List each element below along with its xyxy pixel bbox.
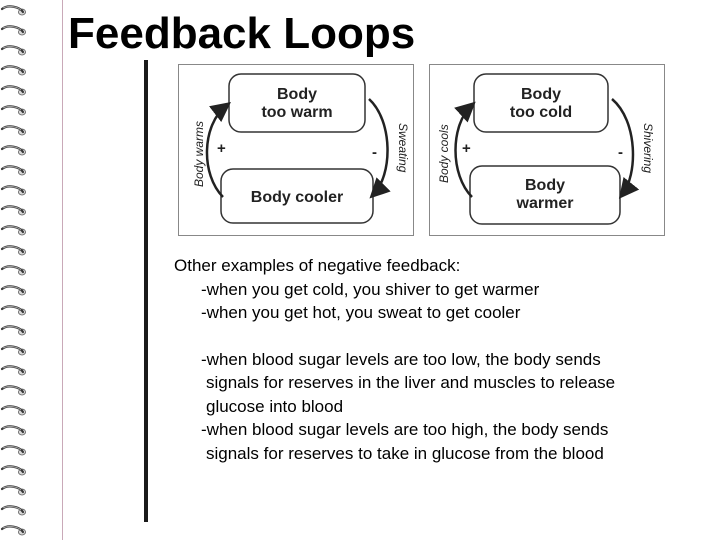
top-box: [473, 73, 609, 133]
spiral-ring-highlight: [2, 306, 22, 311]
spiral-ring-highlight: [2, 86, 22, 91]
example-low-sugar: -when blood sugar levels are too low, th…: [201, 349, 601, 369]
minus-sign: -: [372, 144, 377, 161]
spiral-ring-highlight: [2, 506, 22, 511]
right-side-label: Shivering: [641, 123, 655, 173]
example-low-sugar-cont2: glucose into blood: [206, 396, 344, 416]
spiral-ring-highlight: [2, 186, 22, 191]
bottom-box-line1: Body: [525, 177, 565, 194]
margin-line: [62, 0, 63, 540]
right-arrow: [611, 98, 640, 199]
spiral-ring-highlight: [2, 166, 22, 171]
spiral-ring-highlight: [2, 406, 22, 411]
minus-sign: -: [618, 144, 623, 161]
spiral-ring-highlight: [2, 226, 22, 231]
left-side-label: Body cools: [437, 124, 451, 183]
example-high-sugar-cont1: signals for reserves to take in glucose …: [206, 443, 604, 463]
spiral-ring-highlight: [2, 106, 22, 111]
bottom-box-line2: warmer: [516, 195, 574, 212]
vertical-rule: [144, 60, 148, 522]
spiral-ring-highlight: [2, 26, 22, 31]
spiral-ring-highlight: [2, 246, 22, 251]
examples-heading: Other examples of negative feedback:: [174, 256, 461, 275]
bottom-box-line1: Body cooler: [251, 189, 343, 206]
spiral-ring-highlight: [2, 386, 22, 391]
example-cold: -when you get cold, you shiver to get wa…: [201, 279, 540, 299]
example-hot: -when you get hot, you sweat to get cool…: [201, 303, 521, 322]
spiral-ring-highlight: [2, 266, 22, 271]
spiral-ring-highlight: [2, 466, 22, 471]
spiral-ring-highlight: [2, 206, 22, 211]
right-arrow: [368, 98, 391, 199]
spiral-ring-highlight: [2, 346, 22, 351]
spiral-ring-highlight: [2, 146, 22, 151]
slide-title: Feedback Loops: [68, 9, 416, 58]
spiral-ring-highlight: [2, 46, 22, 51]
negative-feedback-examples: Other examples of negative feedback: -wh…: [174, 254, 704, 465]
spiral-ring-highlight: [2, 6, 22, 11]
top-box-line1: Body: [277, 86, 317, 103]
spiral-ring-highlight: [2, 426, 22, 431]
right-side-label: Sweating: [396, 123, 410, 173]
spiral-ring-highlight: [2, 66, 22, 71]
spiral-ring-highlight: [2, 526, 22, 531]
top-box-line1: Body: [521, 86, 561, 103]
feedback-diagram-cold: Body too cold Body warmer Body cools Shi…: [429, 64, 665, 236]
spiral-ring-highlight: [2, 486, 22, 491]
plus-sign: +: [462, 140, 471, 157]
spiral-ring-highlight: [2, 446, 22, 451]
spiral-ring-highlight: [2, 366, 22, 371]
feedback-diagram-warm: Body too warm Body cooler Body warms Swe…: [178, 64, 414, 236]
example-high-sugar: -when blood sugar levels are too high, t…: [201, 420, 609, 439]
top-box: [228, 73, 366, 133]
spiral-ring-highlight: [2, 126, 22, 131]
spiral-ring-highlight: [2, 286, 22, 291]
left-arrow: [454, 101, 476, 198]
spiral-ring-highlight: [2, 326, 22, 331]
example-low-sugar-cont1: signals for reserves in the liver and mu…: [206, 373, 616, 392]
top-box-line2: too warm: [261, 104, 332, 121]
left-arrow: [205, 101, 231, 198]
left-side-label: Body warms: [192, 121, 206, 187]
top-box-line2: too cold: [510, 104, 572, 121]
spiral-binding: [0, 5, 26, 536]
plus-sign: +: [217, 140, 226, 157]
